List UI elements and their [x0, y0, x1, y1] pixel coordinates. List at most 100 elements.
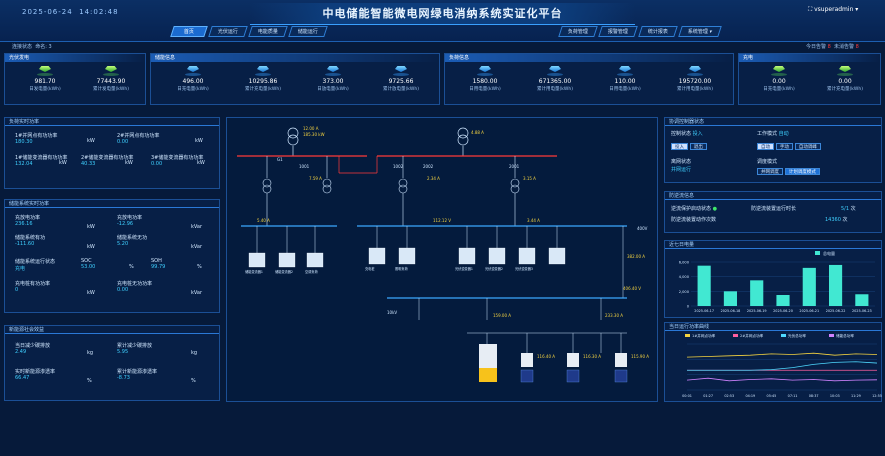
svg-text:3.44 A: 3.44 A: [527, 218, 540, 223]
x-tick-label: 10:03: [830, 394, 840, 398]
pv-inverters: [521, 353, 627, 367]
svg-text:空调负荷: 空调负荷: [305, 269, 319, 274]
x-tick-label: 02:53: [724, 394, 734, 398]
diagram-svg: G1 1001 1002 2002 2001 400V 10kV 12.00 A…: [237, 126, 649, 383]
mode-auto-button[interactable]: 自动: [757, 143, 774, 150]
label-g1: G1: [277, 157, 283, 162]
x-tick-label: 2025-06-20: [773, 309, 793, 313]
label-400v: 400V: [637, 226, 648, 231]
storage-gem-icon: [325, 66, 341, 76]
bar: [829, 264, 843, 306]
x-tick-label: 08:37: [809, 394, 819, 398]
connection-status: 连接状态 命名: 3: [12, 44, 52, 50]
label-1002: 1002: [393, 164, 404, 169]
tab-alarm[interactable]: 报警管理: [598, 26, 638, 37]
load-gem-icon: [477, 66, 493, 76]
series-line: [686, 352, 878, 358]
series-line: [687, 361, 878, 371]
svg-text:115.90 A: 115.90 A: [631, 354, 649, 359]
user-icon: ⛶: [808, 6, 813, 13]
storage-gem-icon: [255, 66, 271, 76]
x-tick-label: 2025-06-18: [721, 309, 741, 313]
svg-text:光伏逆变器1: 光伏逆变器1: [455, 266, 473, 271]
bar: [855, 294, 869, 306]
y-tick-label: 4,000: [679, 275, 690, 279]
tab-report[interactable]: 统计报表: [638, 26, 678, 37]
svg-text:159.00 A: 159.00 A: [493, 313, 511, 318]
tab-storage[interactable]: 储能运行: [288, 26, 328, 37]
x-tick-label: 11:29: [851, 394, 861, 398]
x-tick-label: 01:27: [703, 394, 713, 398]
svg-text:382.00 A: 382.00 A: [627, 254, 645, 259]
label-2002: 2002: [423, 164, 434, 169]
svg-text:照明负荷: 照明负荷: [395, 266, 409, 271]
tab-home[interactable]: 首页: [170, 26, 208, 37]
svg-text:185.30 kW: 185.30 kW: [303, 132, 325, 137]
svg-text:233.30 A: 233.30 A: [605, 313, 623, 318]
tab-pv[interactable]: 光伏运行: [208, 26, 248, 37]
x-tick-label: 00:01: [682, 394, 692, 398]
pv-gem-icon: [37, 66, 53, 76]
status-dot-icon: ●: [712, 206, 717, 212]
svg-text:充电桩: 充电桩: [365, 266, 375, 271]
user-menu[interactable]: ⛶ vsuperadmin ▾: [808, 6, 859, 13]
legend-label: 总电量: [823, 250, 835, 256]
label-1001: 1001: [299, 164, 310, 169]
anti-backflow-panel: 防逆流信息 逆流保护启动状态 ● 防逆流装置运行时长 5/1 次 防逆流装置动作…: [664, 191, 882, 233]
pv-gem-icon: [103, 66, 119, 76]
y-tick-label: 6,000: [679, 261, 690, 265]
svg-text:3.15 A: 3.15 A: [523, 176, 536, 181]
legend-label: 光伏总功率: [788, 333, 806, 338]
svg-text:储能变流器2: 储能变流器2: [275, 269, 293, 274]
control-off-button[interactable]: 退出: [689, 143, 707, 150]
charge-gem-icon: [771, 66, 787, 76]
svg-text:12.00 A: 12.00 A: [303, 126, 319, 131]
dispatch-grid-button[interactable]: 并网调度: [757, 168, 783, 175]
legend-swatch: [685, 334, 690, 337]
mode-peak-button[interactable]: 自动调峰: [794, 143, 821, 150]
tab-quality[interactable]: 电能质量: [248, 26, 288, 37]
dispatch-plan-button[interactable]: 计划调度模式: [784, 168, 820, 175]
svg-text:2.34 A: 2.34 A: [427, 176, 440, 181]
control-on-button[interactable]: 投入: [671, 143, 688, 150]
readings: 12.00 A 185.30 kW 7.59 A 2.34 A 3.15 A 1…: [257, 126, 649, 359]
coordinator-panel: 协调控制器状态 控制状态 投入 工作模式 自动 投入 退出 自动 手动 自动调峰…: [664, 117, 882, 183]
bar: [802, 267, 816, 306]
y-tick-label: 0: [687, 305, 690, 309]
x-tick-label: 04:19: [745, 394, 755, 398]
x-tick-label: 2025-06-22: [826, 309, 846, 313]
mode-manual-button[interactable]: 手动: [775, 143, 793, 150]
legend-label: 储能总功率: [836, 333, 854, 338]
legend-swatch: [829, 334, 834, 337]
bar: [697, 265, 711, 306]
legend-swatch: [733, 334, 738, 337]
load-gem-icon: [547, 66, 563, 76]
page-title: 中电储能智能微电网绿电消纳系统实证化平台: [250, 3, 635, 25]
svg-text:406.40 V: 406.40 V: [623, 286, 641, 291]
x-tick-label: 05:45: [767, 394, 777, 398]
tab-load[interactable]: 负荷管理: [558, 26, 598, 37]
svg-text:5.40 A: 5.40 A: [257, 218, 270, 223]
svg-text:光伏逆变器3: 光伏逆变器3: [515, 266, 533, 271]
tab-system[interactable]: 系统管理 ▾: [678, 26, 722, 37]
x-tick-label: 2025-06-17: [694, 309, 714, 313]
svg-text:116.30 A: 116.30 A: [583, 354, 601, 359]
